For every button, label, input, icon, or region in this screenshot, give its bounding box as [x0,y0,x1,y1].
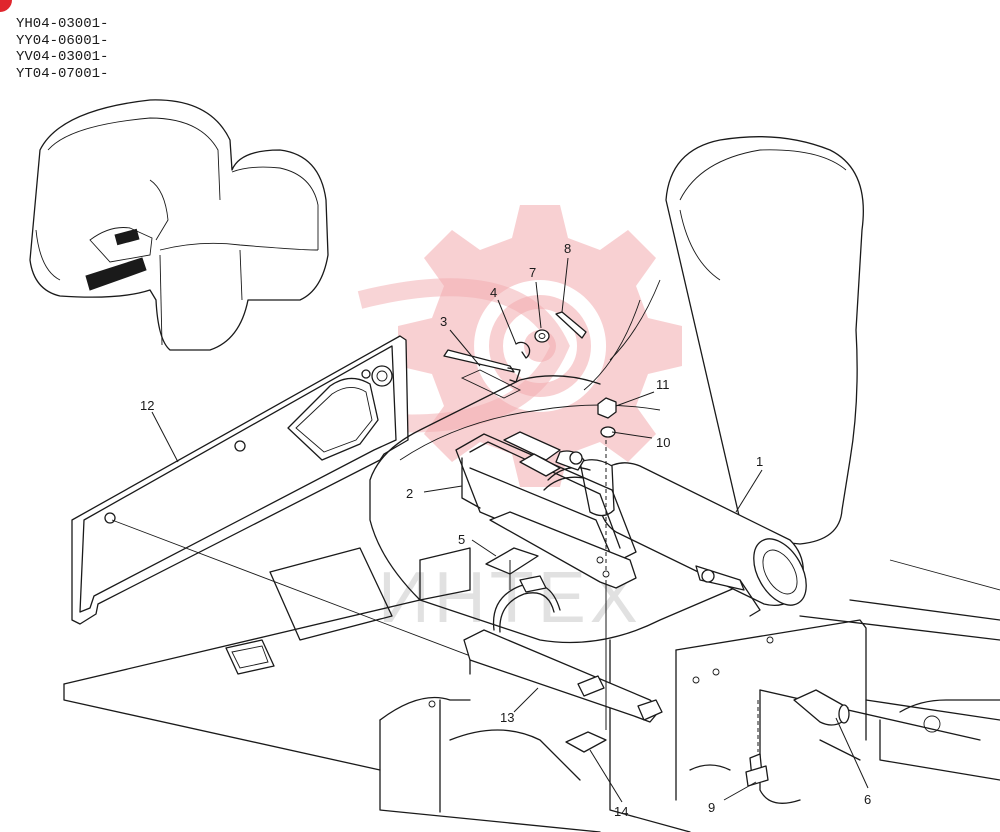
part-label: 6 [864,792,871,807]
part-label: 1 [756,454,763,469]
serial-number: YY04-06001- [16,32,109,49]
nut [597,397,617,419]
rubber-pad-upper [485,547,539,575]
serial-number: YT04-07001- [16,65,109,82]
part-label: 11 [656,377,670,392]
part-label: 2 [406,486,413,501]
part-label: 13 [500,710,514,725]
snap-ring [515,341,531,359]
serial-number-list: YH04-03001- YY04-06001- YV04-03001- YT04… [16,16,108,82]
part-label: 10 [656,435,670,450]
washer [534,329,550,343]
part-label: 3 [440,314,447,329]
assembly-lines [509,440,759,752]
part-label: 12 [140,398,154,413]
fire-extinguisher [543,450,807,617]
operator-seat [369,136,864,644]
part-labels: 1 2 3 4 5 6 7 8 9 10 11 12 13 14 [140,241,871,819]
rubber-pad-lower [565,731,607,753]
pin-part [443,349,522,399]
inset-seat-view [29,99,329,351]
side-panel [71,335,561,691]
extinguisher-bracket [455,431,637,589]
part-label: 7 [529,265,536,280]
bolt [745,753,769,787]
part-label: 9 [708,800,715,815]
lower-bracket [463,575,663,723]
part-label: 8 [564,241,571,256]
cotter-pin [555,311,587,339]
part-label: 5 [458,532,465,547]
serial-number: YH04-03001- [16,16,109,32]
part-label: 4 [490,285,497,300]
stopper [793,689,850,726]
leader-lines [151,257,869,803]
serial-number: YV04-03001- [16,49,109,65]
part-label: 14 [614,804,628,819]
